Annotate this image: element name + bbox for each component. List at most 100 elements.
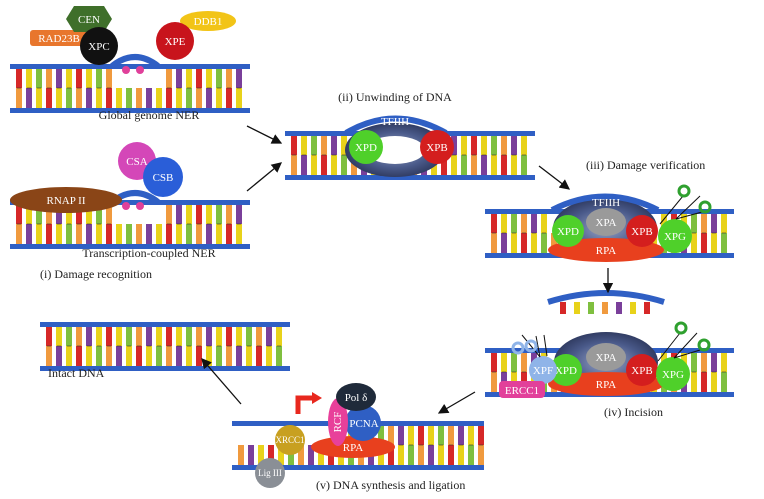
xrcc1-protein — [275, 425, 305, 455]
dna-base — [96, 205, 102, 224]
dna-base — [56, 224, 62, 244]
caption-verification: (iii) Damage verification — [586, 158, 705, 172]
dna-base — [86, 346, 92, 366]
dna-base — [644, 302, 650, 314]
dna-base — [76, 327, 82, 346]
dna-base — [76, 205, 82, 224]
xpb-label: XPB — [426, 142, 447, 154]
dna-base — [291, 136, 297, 155]
dna-base — [56, 205, 62, 224]
dna-base — [76, 224, 82, 244]
ddb1-protein — [180, 11, 236, 31]
dna-base — [16, 88, 22, 108]
dna-base — [268, 445, 274, 465]
dna-base — [501, 233, 507, 253]
dna-base — [491, 233, 497, 253]
dna-base — [96, 346, 102, 366]
dna-base — [236, 224, 242, 244]
dna-base — [721, 214, 727, 233]
dna-base — [471, 155, 477, 175]
dna-base — [408, 445, 414, 465]
dna-base — [116, 327, 122, 346]
arrow-global-to-unwinding — [246, 125, 283, 144]
dna-base — [691, 372, 697, 392]
dna-base — [691, 214, 697, 233]
csa-label: CSA — [126, 156, 147, 168]
dna-base — [126, 88, 132, 108]
dna-base — [106, 327, 112, 346]
dna-base — [574, 302, 580, 314]
dna-base — [116, 346, 122, 366]
dna-base — [541, 233, 547, 253]
dna-base — [226, 205, 232, 224]
dna-base — [216, 88, 222, 108]
dna-base — [66, 88, 72, 108]
dna-base — [721, 233, 727, 253]
dna-base — [216, 224, 222, 244]
dna-base — [468, 445, 474, 465]
dna-base — [76, 88, 82, 108]
arrow-unwinding-to-verification — [538, 165, 571, 190]
dna-base — [441, 155, 447, 175]
dna-base — [602, 302, 608, 314]
dna-base — [711, 214, 717, 233]
dna-base — [388, 426, 394, 445]
rad23b-label: RAD23B — [38, 33, 80, 45]
dna-base — [266, 327, 272, 346]
dna-base — [471, 136, 477, 155]
dna-base — [236, 346, 242, 366]
rpa-label: RPA — [343, 442, 363, 454]
xpd-label: XPD — [555, 365, 577, 377]
xpb-label: XPB — [631, 365, 652, 377]
dna-base — [616, 302, 622, 314]
dna-base — [46, 88, 52, 108]
dna-base — [491, 155, 497, 175]
dna-bubble — [110, 54, 160, 69]
dna-base — [481, 155, 487, 175]
dna-base — [541, 214, 547, 233]
dna-base — [66, 346, 72, 366]
dna-base — [156, 88, 162, 108]
caption-damage-recognition: (i) Damage recognition — [40, 267, 152, 281]
dna-base — [166, 88, 172, 108]
dna-base — [301, 136, 307, 155]
dna-base — [521, 155, 527, 175]
dna-base — [36, 205, 42, 224]
dna-base — [321, 155, 327, 175]
dna-base — [206, 205, 212, 224]
dna-base — [531, 233, 537, 253]
dna-intact — [40, 322, 290, 371]
scissors-icon — [657, 321, 711, 362]
dna-base — [451, 155, 457, 175]
ercc1-protein — [499, 381, 545, 398]
synthesis-proteins: RPA PCNA RCF Pol δ XRCC1 Lig III — [255, 383, 395, 488]
dna-base — [16, 69, 22, 88]
dna-base — [176, 88, 182, 108]
xpc-protein — [80, 27, 118, 65]
dna-base — [56, 69, 62, 88]
dna-base — [136, 327, 142, 346]
dna-base — [341, 136, 347, 155]
dna-base — [551, 233, 557, 253]
dna-base — [481, 136, 487, 155]
caption-synthesis: (v) DNA synthesis and ligation — [316, 478, 465, 492]
damage-lesion — [122, 66, 130, 74]
dna-base — [186, 224, 192, 244]
dna-base — [66, 69, 72, 88]
dna-base — [26, 69, 32, 88]
dna-base — [206, 69, 212, 88]
dna-base — [298, 445, 304, 465]
rad23b-protein — [30, 30, 88, 46]
dna-backbone-top — [40, 322, 290, 327]
pol-delta-protein — [336, 383, 376, 411]
global-genome-proteins: RAD23B CEN XPC DDB1 XPE — [30, 6, 236, 74]
dna-base — [136, 88, 142, 108]
dna-base — [56, 88, 62, 108]
dna-base — [176, 224, 182, 244]
dna-base — [236, 69, 242, 88]
dna-transcription-coupled — [10, 200, 250, 249]
dna-base — [408, 426, 414, 445]
dna-base — [256, 346, 262, 366]
dna-base — [711, 353, 717, 372]
